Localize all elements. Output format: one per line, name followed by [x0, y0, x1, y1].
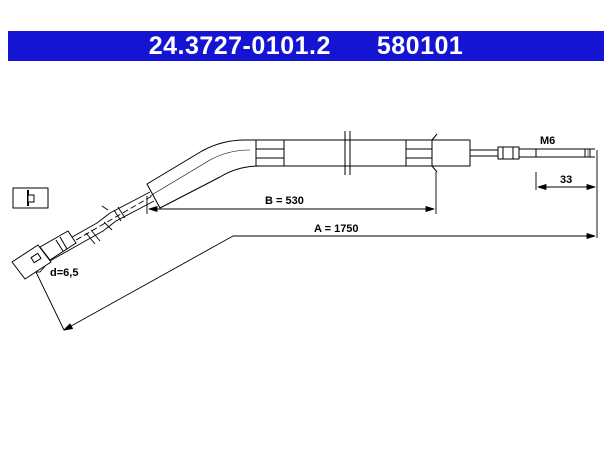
threaded-end — [470, 146, 595, 160]
title-bar: 24.3727-0101.2 580101 — [8, 31, 604, 61]
detail-view-icon — [12, 187, 49, 209]
reference-number: 580101 — [376, 31, 464, 60]
thread-label: M6 — [540, 135, 555, 147]
eye-end-fitting — [11, 230, 77, 280]
dimension-a-label: A = 1750 — [314, 223, 359, 235]
part-number: 24.3727-0101.2 — [148, 31, 331, 60]
thread-length-label: 33 — [560, 174, 572, 186]
dimension-b-label: B = 530 — [265, 195, 304, 207]
inner-cable-left — [41, 191, 155, 263]
diameter-label: d=6,5 — [50, 267, 78, 279]
dimension-lines — [35, 150, 598, 331]
outer-casing — [146, 131, 471, 209]
